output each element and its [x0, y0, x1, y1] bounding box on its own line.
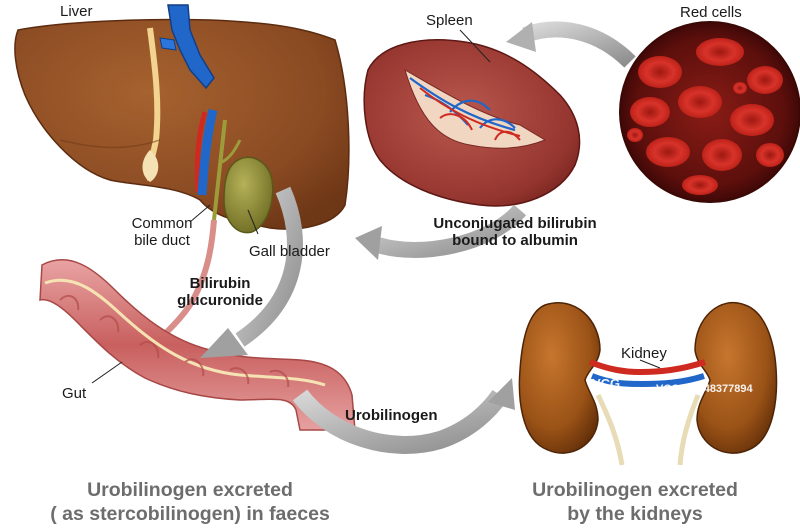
- label-unconjugated-bilirubin: Unconjugated bilirubin bound to albumin: [415, 215, 615, 249]
- kidney-left: [518, 302, 601, 454]
- label-bilirubin-glucuronide-line1: Bilirubin: [189, 275, 251, 292]
- red-cell: [630, 97, 670, 127]
- label-red-cells: Red cells: [680, 4, 742, 21]
- kidney-right: [694, 302, 778, 454]
- red-cell: [696, 38, 744, 66]
- spleen: [363, 39, 581, 207]
- red-cell: [682, 175, 718, 195]
- portal-vessels: [194, 108, 242, 221]
- label-common-bile-duct-line1: Common: [131, 215, 193, 232]
- label-unconjugated-line2: bound to albumin: [452, 232, 578, 249]
- label-bilirubin-glucuronide: Bilirubin glucuronide: [170, 275, 270, 309]
- red-cells-circle: [619, 21, 800, 203]
- red-cell: [638, 56, 682, 88]
- red-cell: [733, 82, 747, 94]
- label-common-bile-duct: Common bile duct: [122, 215, 202, 249]
- caption-kidneys: Urobilinogen excreted by the kidneys: [505, 478, 765, 526]
- label-bilirubin-glucuronide-line2: glucuronide: [177, 292, 263, 309]
- arrow-liver-to-gut: [200, 186, 303, 358]
- watermark-logo: VCG: [592, 376, 621, 391]
- label-gut: Gut: [62, 385, 87, 402]
- common-bile-duct: [152, 219, 217, 347]
- renal-vessels: [588, 359, 706, 466]
- caption-kidneys-line2: by the kidneys: [567, 503, 703, 525]
- caption-kidneys-line1: Urobilinogen excreted: [532, 479, 738, 501]
- red-cell: [702, 139, 742, 171]
- leader-lines: [91, 29, 661, 384]
- red-cell: [678, 86, 722, 118]
- caption-faeces-line1: Urobilinogen excreted: [87, 479, 293, 501]
- label-kidney: Kidney: [621, 345, 667, 362]
- red-cell: [646, 137, 690, 167]
- label-unconjugated-line1: Unconjugated bilirubin: [433, 215, 597, 232]
- label-urobilinogen: Urobilinogen: [345, 407, 438, 424]
- caption-faeces: Urobilinogen excreted ( as stercobilinog…: [30, 478, 350, 526]
- gall-bladder: [223, 156, 274, 234]
- label-spleen: Spleen: [426, 12, 473, 29]
- arrow-red-cells-to-spleen: [506, 21, 636, 68]
- caption-faeces-line2: ( as stercobilinogen) in faeces: [50, 503, 330, 525]
- gut: [39, 259, 356, 431]
- arrow-spleen-to-liver: [355, 204, 527, 260]
- red-cell: [747, 66, 783, 94]
- label-gall-bladder: Gall bladder: [249, 243, 330, 260]
- label-liver: Liver: [60, 3, 93, 20]
- red-cell: [730, 104, 774, 136]
- label-common-bile-duct-line2: bile duct: [134, 232, 190, 249]
- watermark-id: VCG211248377894: [656, 383, 753, 395]
- hepatic-vein: [159, 4, 215, 90]
- arrow-gut-to-kidneys: [292, 378, 515, 454]
- red-cell: [627, 128, 643, 142]
- red-cell: [756, 143, 784, 167]
